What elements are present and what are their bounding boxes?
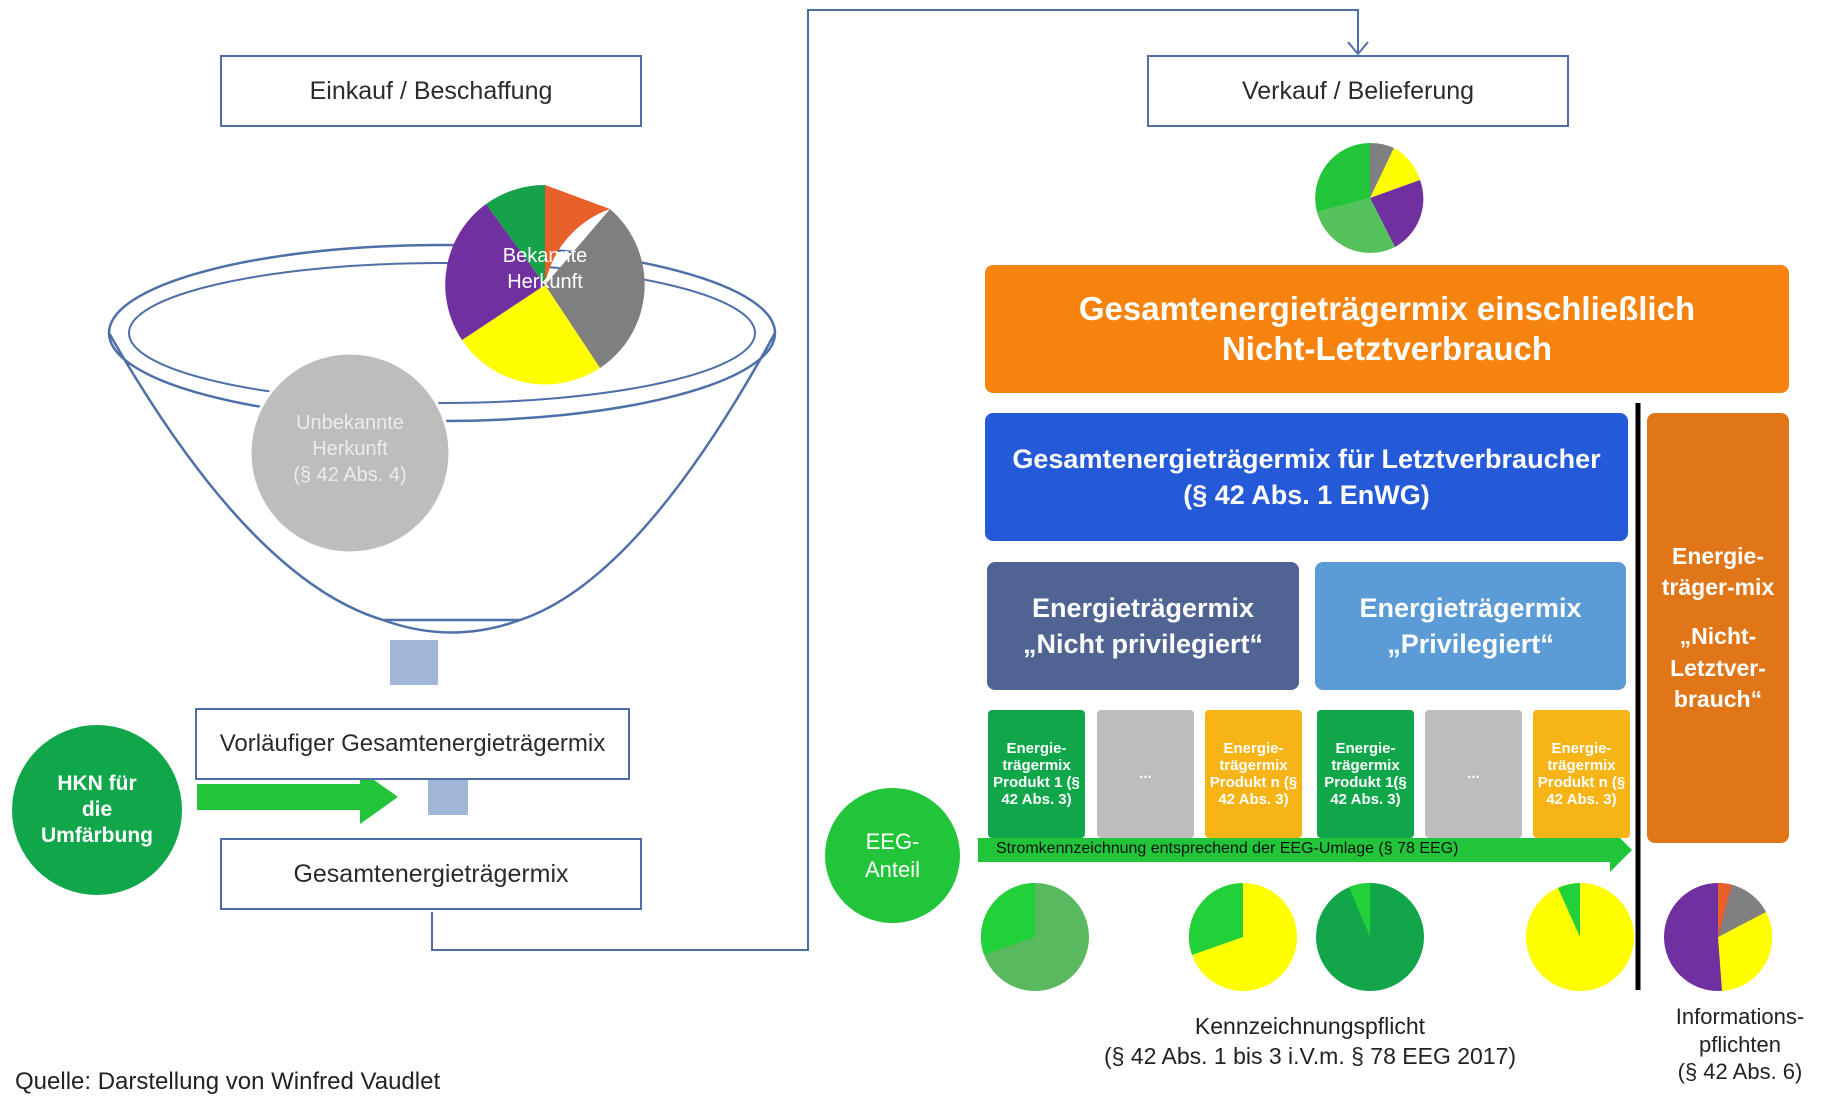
product-box-3: Energie-trägermix Produkt 1(§ 42 Abs. 3)	[1317, 710, 1414, 838]
pie-3	[1316, 882, 1424, 991]
quelle-label: Quelle: Darstellung von Winfred Vaudlet	[15, 1068, 441, 1095]
pie-4	[1526, 883, 1634, 991]
bekannte-pie	[445, 184, 645, 385]
verkauf-label: Verkauf / Belieferung	[1241, 76, 1475, 105]
product-box-2: Energie-trägermix Produkt n (§ 42 Abs. 3…	[1205, 710, 1302, 838]
product-label-1: Energie-trägermix Produkt 1 (§ 42 Abs. 3…	[993, 739, 1080, 809]
product-box-dots-2: ...	[1425, 710, 1522, 838]
hkn-label: HKN für die Umfärbung	[41, 771, 153, 848]
eeg-arrow-label: Stromkennzeichnung entsprechend der EEG-…	[996, 840, 1459, 857]
vorlaeufig-label: Vorläufiger Gesamtenergieträgermix	[219, 729, 606, 757]
letztverbraucher-panel: Gesamtenergieträgermix für Letztverbrauc…	[985, 413, 1628, 541]
unbekannte-line-1: Unbekannte	[296, 412, 404, 434]
orange-title: Gesamtenergieträgermix einschließlich Ni…	[1078, 290, 1696, 367]
product-box-4: Energie-trägermix Produkt n (§ 42 Abs. 3…	[1533, 710, 1630, 838]
pie-5	[1664, 883, 1773, 991]
connector-line	[431, 9, 1359, 951]
product-label-3: Energie-trägermix Produkt 1(§ 42 Abs. 3)	[1324, 739, 1407, 809]
product-dots-label-1: ...	[1139, 765, 1152, 783]
informationspflichten-caption: Informations- pflichten (§ 42 Abs. 6)	[1650, 1003, 1830, 1086]
eeg-arrow	[978, 828, 1632, 872]
product-label-4: Energie-trägermix Produkt n (§ 42 Abs. 3…	[1537, 739, 1626, 809]
eeg-label: EEG-Anteil	[864, 829, 921, 882]
side-line-1: Energie-träger-mix	[1661, 543, 1775, 601]
einkauf-label: Einkauf / Beschaffung	[309, 76, 553, 105]
product-box-1: Energie-trägermix Produkt 1 (§ 42 Abs. 3…	[988, 710, 1085, 838]
priv-line-2: „Privilegiert“	[1387, 629, 1554, 659]
funnel-output-dots	[390, 640, 468, 815]
side-line-2: „Nicht-Letztver-brauch“	[1670, 623, 1766, 712]
unbekannte-circle	[248, 351, 452, 555]
unbekannte-label: Unbekannte Herkunft (§ 42 Abs. 4)	[260, 410, 440, 488]
gesamt-label: Gesamtenergieträgermix	[293, 859, 569, 888]
eeg-circle: EEG-Anteil	[825, 788, 960, 923]
nicht-priv-line-1: Energieträgermix	[1031, 592, 1255, 623]
info-line-3: (§ 42 Abs. 6)	[1677, 1059, 1803, 1084]
gesamt-box: Gesamtenergieträgermix	[220, 838, 642, 910]
product-dots-label-2: ...	[1467, 765, 1480, 783]
info-line-2: pflichten	[1699, 1031, 1781, 1057]
kennz-line-1: Kennzeichnungspflicht	[1194, 1013, 1426, 1039]
kennzeichnung-caption: Kennzeichnungspflicht (§ 42 Abs. 1 bis 3…	[1040, 1012, 1580, 1072]
gesamt-nicht-letzt-panel: Gesamtenergieträgermix einschließlich Ni…	[985, 265, 1789, 393]
hkn-circle: HKN für die Umfärbung	[12, 725, 182, 895]
verkauf-box: Verkauf / Belieferung	[1147, 55, 1569, 127]
product-label-2: Energie-trägermix Produkt n (§ 42 Abs. 3…	[1209, 739, 1298, 809]
bekannte-label: Bekannte Herkunft	[502, 245, 588, 293]
connector-arrowhead	[1347, 41, 1369, 56]
blue-title-line-2: (§ 42 Abs. 1 EnWG)	[1183, 480, 1430, 510]
product-box-dots-1: ...	[1097, 710, 1194, 838]
priv-line-1: Energieträgermix	[1359, 592, 1582, 623]
nicht-privilegiert-panel: Energieträgermix „Nicht privilegiert“	[987, 562, 1299, 690]
nicht-letztverbrauch-panel: Energie-träger-mix „Nicht-Letztver-brauc…	[1647, 413, 1789, 843]
kennz-line-2: (§ 42 Abs. 1 bis 3 i.V.m. § 78 EEG 2017)	[1103, 1042, 1517, 1069]
pie-2	[1188, 882, 1297, 991]
verkauf-pie	[1315, 142, 1424, 253]
hkn-arrow	[197, 770, 398, 824]
unbekannte-line-2: Herkunft	[312, 438, 388, 460]
vorlaeufig-box: Vorläufiger Gesamtenergieträgermix	[195, 708, 630, 780]
unbekannte-line-3: (§ 42 Abs. 4)	[293, 464, 407, 486]
einkauf-box: Einkauf / Beschaffung	[220, 55, 642, 127]
blue-title-line-1: Gesamtenergieträgermix für Letztverbrauc…	[1012, 443, 1601, 474]
privilegiert-panel: Energieträgermix „Privilegiert“	[1315, 562, 1626, 690]
pie-1	[980, 882, 1089, 991]
info-line-1: Informations-	[1675, 1004, 1805, 1029]
nicht-priv-line-2: „Nicht privilegiert“	[1022, 629, 1264, 659]
